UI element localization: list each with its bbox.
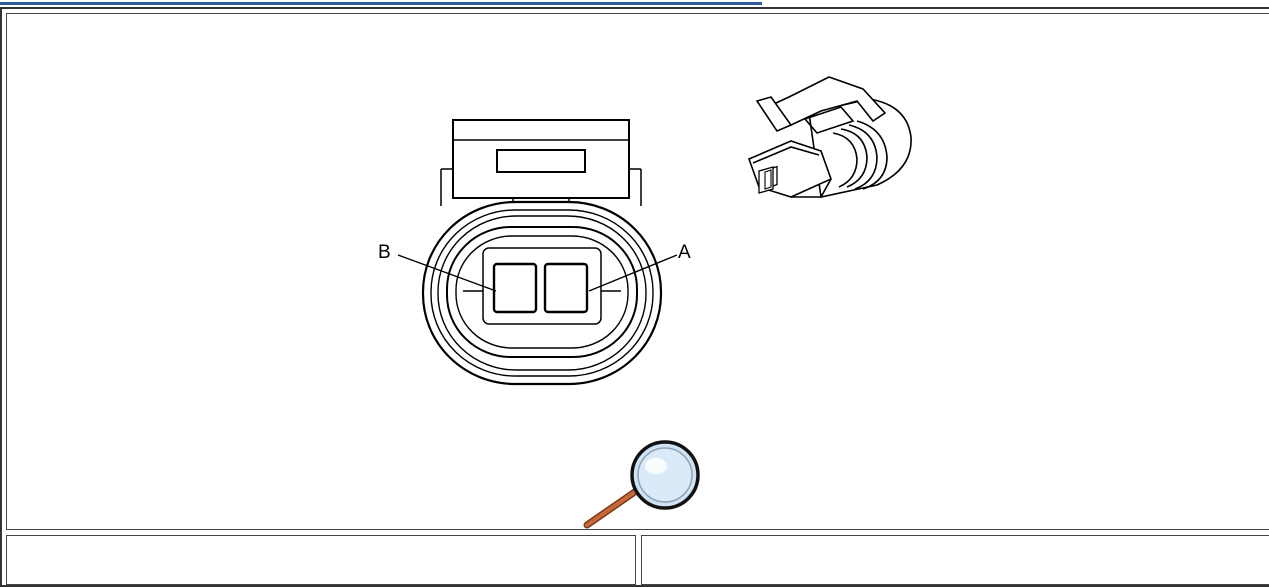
leader-line-b [397, 254, 497, 292]
connector-drawing: B A [378, 76, 912, 529]
table-cell-right [641, 535, 1269, 585]
connector-end-view [421, 119, 663, 386]
magnifier-icon[interactable] [583, 440, 700, 529]
table-cell-left [6, 535, 636, 585]
pin-label-b: B [378, 242, 391, 263]
figure-cell: B A [6, 13, 1269, 530]
leader-line-a [588, 254, 678, 292]
header-link-underline[interactable] [0, 2, 762, 5]
pin-label-a: A [678, 242, 691, 263]
connector-isometric-view [747, 76, 912, 198]
